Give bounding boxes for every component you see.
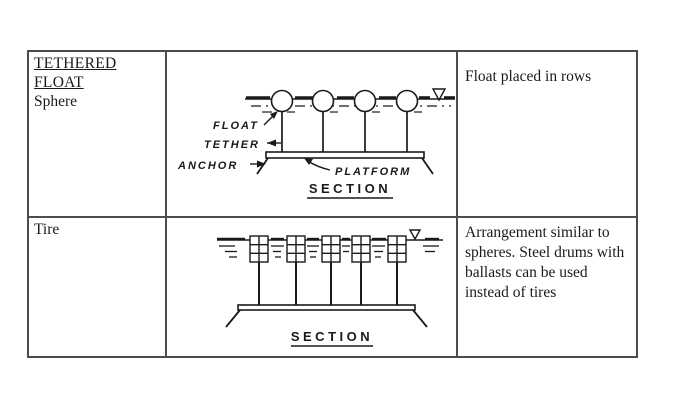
row-label-sphere: Sphere: [34, 93, 78, 110]
table-title: TETHERED FLOAT: [34, 55, 117, 91]
cell-tire-diagram: SECTION: [167, 218, 458, 356]
svg-text:SECTION: SECTION: [309, 181, 391, 196]
svg-text:TETHER: TETHER: [204, 139, 260, 151]
section-title-sphere: SECTION: [307, 181, 393, 199]
cell-sphere-diagram: FLOAT TETHER ANCHOR PLA: [167, 52, 458, 218]
tether-label: TETHER: [204, 139, 281, 151]
svg-text:PLATFORM: PLATFORM: [335, 166, 411, 178]
svg-text:ANCHOR: ANCHOR: [177, 160, 238, 172]
platform-bar: [265, 151, 425, 159]
tethered-float-table: TETHERED FLOAT Sphere: [27, 50, 638, 358]
row-label-tire: Tire: [34, 221, 60, 238]
sphere-section-diagram: FLOAT TETHER ANCHOR PLA: [177, 88, 455, 199]
tire-stack: [286, 235, 306, 263]
float-label: FLOAT: [213, 111, 278, 132]
anchor-lines: [225, 309, 428, 328]
platform-label: PLATFORM: [304, 158, 411, 178]
tire-stack: [351, 235, 371, 263]
anchor-label: ANCHOR: [177, 160, 266, 172]
tire-section-diagram: SECTION: [217, 229, 443, 347]
cell-tire-description: Arrangement similar to spheres. Steel dr…: [458, 218, 636, 356]
sphere-description-text: Float placed in rows: [465, 68, 592, 85]
tether-lines: [281, 111, 408, 152]
tire-description-text: Arrangement similar to spheres. Steel dr…: [465, 224, 625, 301]
cell-title-sphere: TETHERED FLOAT Sphere: [29, 52, 167, 218]
platform-bar: [237, 304, 416, 311]
svg-text:SECTION: SECTION: [291, 329, 373, 344]
section-title-tire: SECTION: [291, 329, 373, 347]
cell-label-tire: Tire: [29, 218, 167, 356]
water-level-icon: [431, 88, 447, 102]
tether-lines: [258, 262, 398, 305]
tire-stack: [387, 235, 407, 263]
tire-stack: [321, 235, 341, 263]
svg-text:FLOAT: FLOAT: [213, 120, 259, 132]
tire-stack: [249, 235, 269, 263]
water-level-icon: [408, 229, 422, 241]
cell-sphere-description: Float placed in rows: [458, 52, 636, 218]
anchor-lines: [256, 157, 434, 175]
sphere-floats: [270, 89, 419, 113]
tire-floats: [249, 235, 407, 263]
